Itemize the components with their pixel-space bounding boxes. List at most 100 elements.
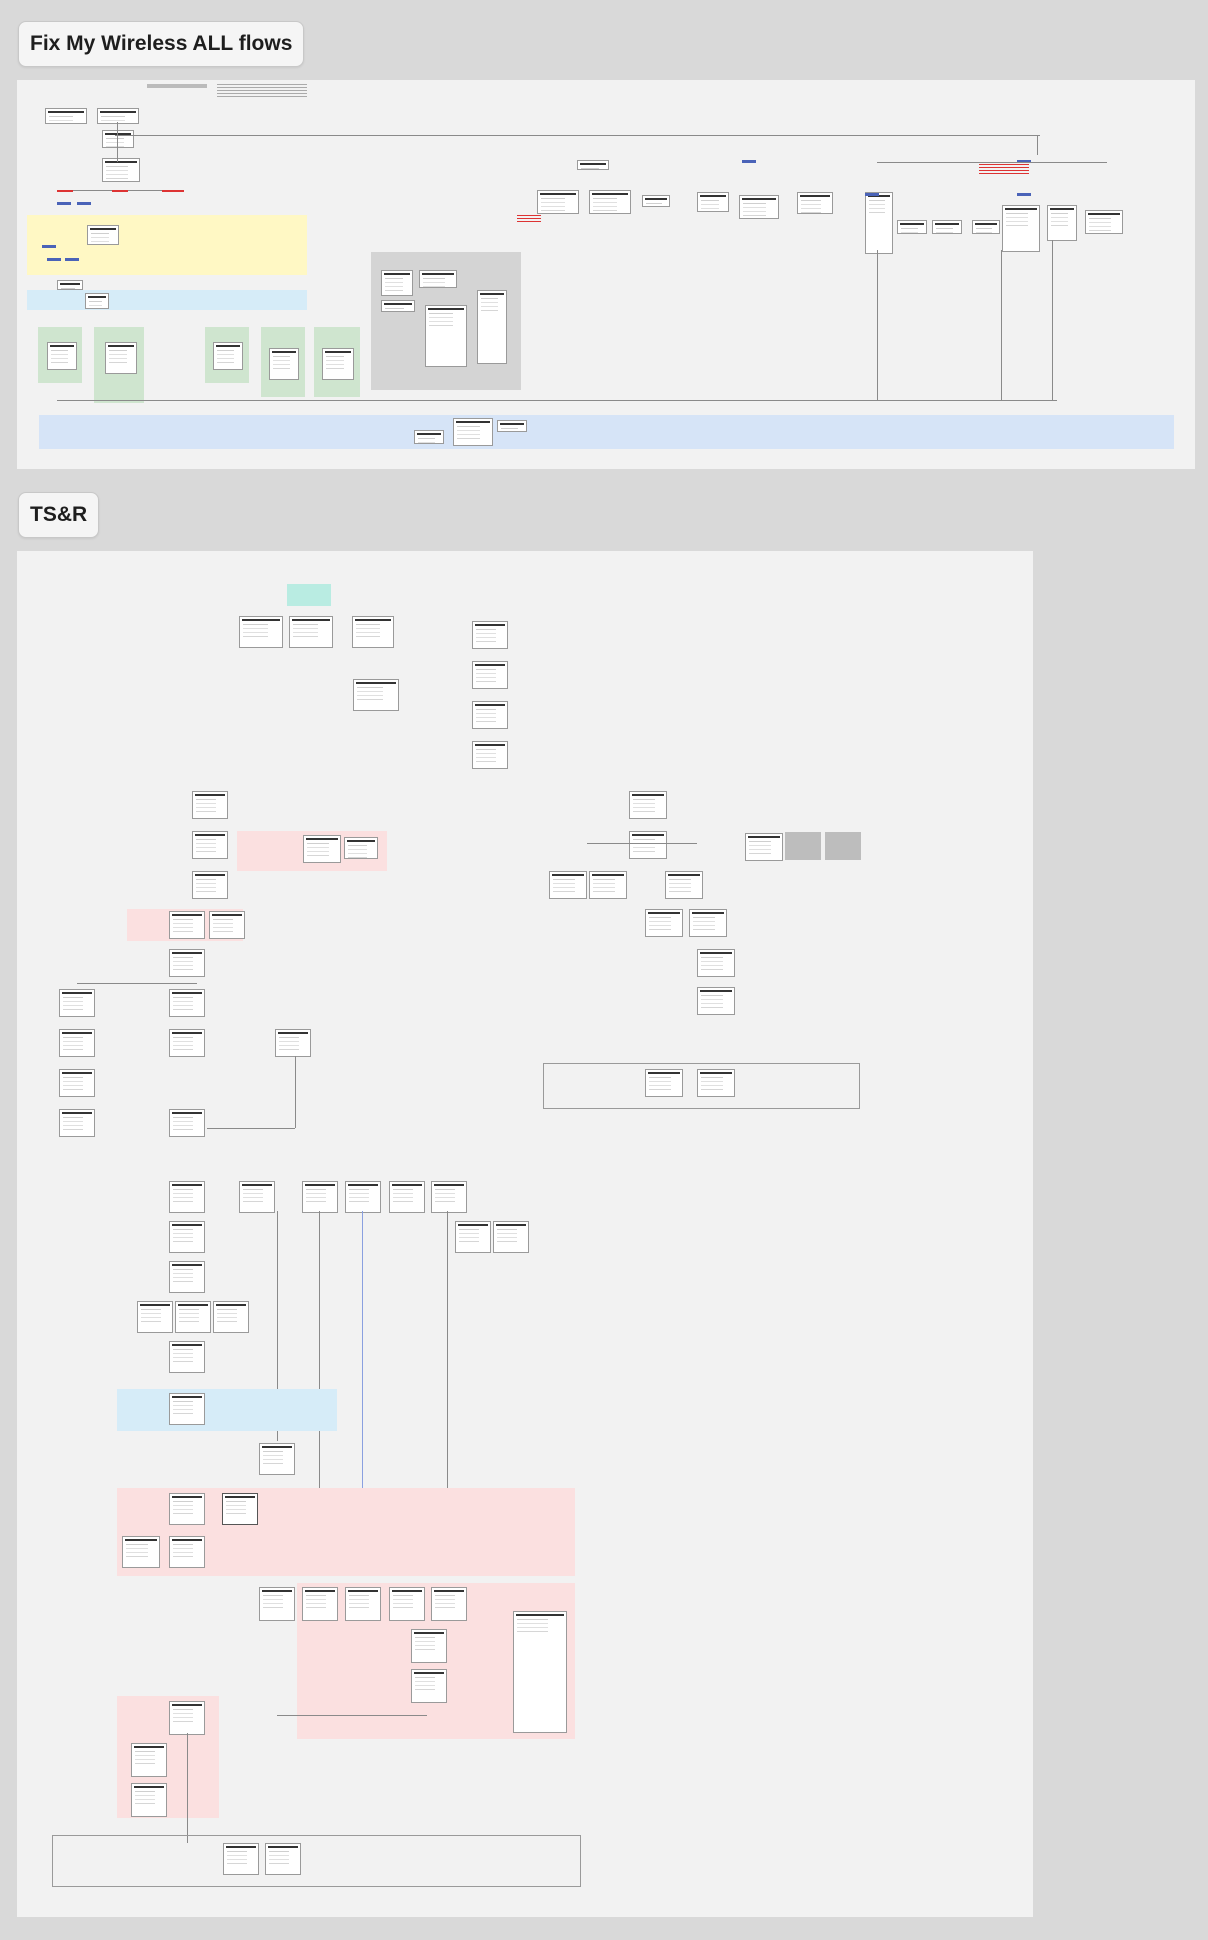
- flow-frame[interactable]: [689, 909, 727, 937]
- flow-frame[interactable]: [549, 871, 587, 899]
- flow-frame[interactable]: [102, 158, 140, 182]
- flow-frame[interactable]: [1047, 205, 1077, 241]
- flow-frame[interactable]: [59, 1069, 95, 1097]
- cta-button[interactable]: [77, 202, 91, 205]
- flow-frame[interactable]: [213, 1301, 249, 1333]
- flow-frame[interactable]: [665, 871, 703, 899]
- flow-frame[interactable]: [57, 280, 83, 290]
- flow-frame[interactable]: [389, 1587, 425, 1621]
- flow-frame[interactable]: [59, 989, 95, 1017]
- flow-frame[interactable]: [169, 1029, 205, 1057]
- flow-frame[interactable]: [472, 741, 508, 769]
- flow-frame[interactable]: [1085, 210, 1123, 234]
- flow-frame[interactable]: [513, 1611, 567, 1733]
- flow-frame[interactable]: [45, 108, 87, 124]
- section-label-fix-my-wireless[interactable]: Fix My Wireless ALL flows: [18, 21, 305, 67]
- flow-frame[interactable]: [209, 911, 245, 939]
- flow-frame[interactable]: [192, 791, 228, 819]
- grey-zone[interactable]: [785, 832, 821, 860]
- flow-frame[interactable]: [105, 342, 137, 374]
- flow-frame[interactable]: [169, 989, 205, 1017]
- flow-frame[interactable]: [472, 661, 508, 689]
- flow-frame[interactable]: [589, 871, 627, 899]
- flow-frame[interactable]: [577, 160, 609, 170]
- section-label-tsr[interactable]: TS&R: [18, 492, 100, 538]
- cta-button[interactable]: [47, 258, 61, 261]
- flow-frame[interactable]: [169, 1221, 205, 1253]
- cta-button[interactable]: [65, 258, 79, 261]
- flow-frame[interactable]: [169, 1493, 205, 1525]
- flow-frame[interactable]: [353, 679, 399, 711]
- flow-frame[interactable]: [697, 192, 729, 212]
- flow-frame[interactable]: [629, 791, 667, 819]
- flow-frame[interactable]: [322, 348, 354, 380]
- flow-frame[interactable]: [697, 987, 735, 1015]
- flow-frame[interactable]: [87, 225, 119, 245]
- flow-frame[interactable]: [381, 270, 413, 296]
- flow-frame[interactable]: [213, 342, 243, 370]
- flow-frame[interactable]: [222, 1493, 258, 1525]
- flow-frame[interactable]: [302, 1587, 338, 1621]
- outlined-group[interactable]: [52, 1835, 581, 1887]
- flow-frame[interactable]: [352, 616, 394, 648]
- flow-frame[interactable]: [169, 949, 205, 977]
- flow-frame[interactable]: [932, 220, 962, 234]
- flow-frame[interactable]: [239, 616, 283, 648]
- flow-frame[interactable]: [59, 1029, 95, 1057]
- flow-frame[interactable]: [381, 300, 415, 312]
- flow-frame[interactable]: [102, 130, 134, 148]
- flow-frame[interactable]: [629, 831, 667, 859]
- flow-frame[interactable]: [269, 348, 299, 380]
- flow-frame[interactable]: [897, 220, 927, 234]
- blue-zone[interactable]: [117, 1389, 337, 1431]
- flow-frame[interactable]: [169, 1536, 205, 1568]
- flow-frame[interactable]: [122, 1536, 160, 1568]
- flow-frame[interactable]: [431, 1587, 467, 1621]
- flow-frame[interactable]: [453, 418, 493, 446]
- blue-zone[interactable]: [27, 290, 307, 310]
- teal-zone[interactable]: [287, 584, 331, 606]
- flow-frame[interactable]: [472, 621, 508, 649]
- yellow-zone[interactable]: [27, 215, 307, 275]
- board-fix-my-wireless[interactable]: [17, 80, 1195, 469]
- flow-frame[interactable]: [169, 1393, 205, 1425]
- flow-frame[interactable]: [344, 837, 378, 859]
- flow-frame[interactable]: [411, 1669, 447, 1703]
- flow-frame[interactable]: [303, 835, 341, 863]
- grey-zone[interactable]: [825, 832, 861, 860]
- flow-frame[interactable]: [431, 1181, 467, 1213]
- flow-frame[interactable]: [797, 192, 833, 214]
- flow-frame[interactable]: [745, 833, 783, 861]
- flow-frame[interactable]: [1002, 205, 1040, 252]
- flow-frame[interactable]: [137, 1301, 173, 1333]
- flow-frame[interactable]: [192, 831, 228, 859]
- flow-frame[interactable]: [345, 1587, 381, 1621]
- flow-frame[interactable]: [537, 190, 579, 214]
- flow-frame[interactable]: [302, 1181, 338, 1213]
- flow-frame[interactable]: [239, 1181, 275, 1213]
- flow-frame[interactable]: [642, 195, 670, 207]
- flow-frame[interactable]: [131, 1783, 167, 1817]
- flow-frame[interactable]: [865, 192, 893, 254]
- board-tsr[interactable]: [17, 551, 1033, 1917]
- flow-frame[interactable]: [739, 195, 779, 219]
- flow-frame[interactable]: [265, 1843, 301, 1875]
- flow-frame[interactable]: [472, 701, 508, 729]
- outlined-group[interactable]: [543, 1063, 860, 1109]
- flow-frame[interactable]: [259, 1443, 295, 1475]
- flow-frame[interactable]: [131, 1743, 167, 1777]
- flow-frame[interactable]: [345, 1181, 381, 1213]
- flow-frame[interactable]: [645, 909, 683, 937]
- flow-frame[interactable]: [645, 1069, 683, 1097]
- flow-frame[interactable]: [455, 1221, 491, 1253]
- flow-frame[interactable]: [175, 1301, 211, 1333]
- flow-frame[interactable]: [259, 1587, 295, 1621]
- flow-frame[interactable]: [411, 1629, 447, 1663]
- cta-button[interactable]: [57, 202, 71, 205]
- flow-frame[interactable]: [589, 190, 631, 214]
- cta-button[interactable]: [865, 193, 879, 196]
- flow-frame[interactable]: [169, 1341, 205, 1373]
- flow-frame[interactable]: [497, 420, 527, 432]
- flow-frame[interactable]: [169, 1261, 205, 1293]
- cta-button[interactable]: [1017, 160, 1031, 163]
